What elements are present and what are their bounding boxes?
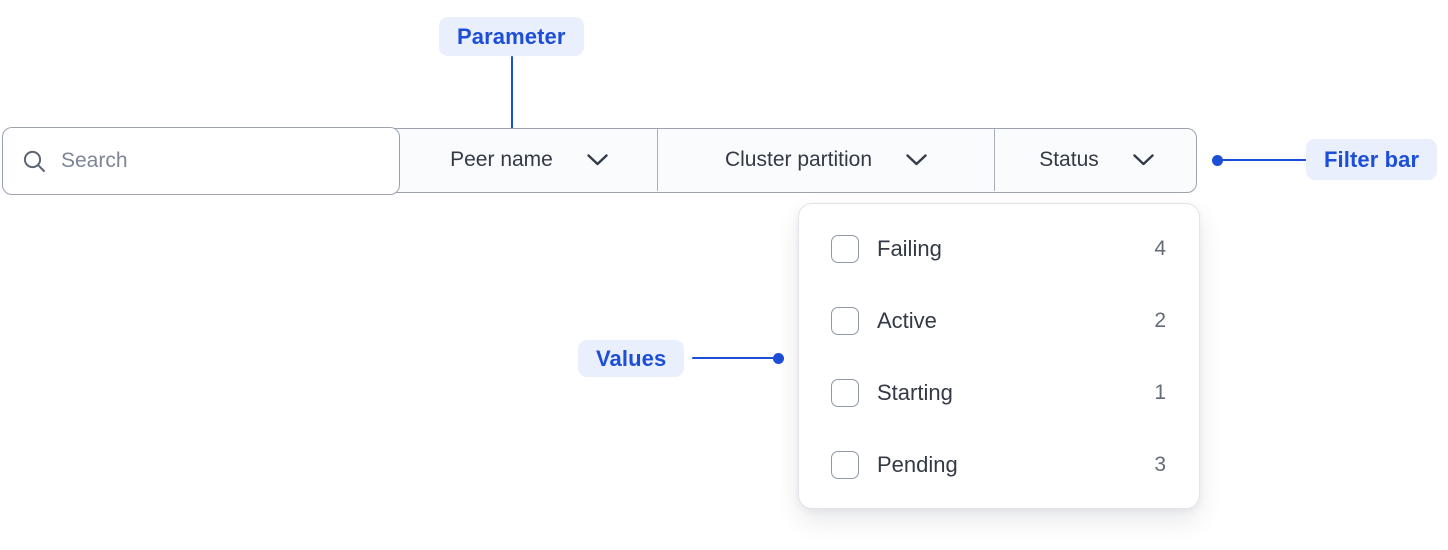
status-dropdown[interactable]: Status (994, 129, 1198, 191)
parameter-annotation-label: Parameter (457, 23, 566, 49)
active-checkbox[interactable] (831, 307, 859, 335)
search-input[interactable] (61, 149, 383, 173)
filter-bar-callout-dot (1211, 154, 1223, 166)
filter-bar-callout-line (1221, 158, 1307, 162)
cluster-partition-dropdown[interactable]: Cluster partition (657, 129, 994, 191)
parameter-annotation-badge: Parameter (439, 17, 584, 56)
chevron-down-icon (587, 154, 608, 166)
option-count: 1 (1154, 381, 1166, 404)
option-count: 3 (1154, 453, 1166, 476)
values-callout-line (692, 356, 774, 360)
menu-option-pending[interactable]: Pending 3 (831, 429, 1166, 501)
failing-checkbox[interactable] (831, 235, 859, 263)
chevron-down-icon (1133, 154, 1154, 166)
starting-checkbox[interactable] (831, 379, 859, 407)
chevron-down-icon (906, 154, 927, 166)
option-label: Active (877, 308, 937, 333)
option-label: Failing (877, 236, 942, 261)
values-annotation-badge: Values (578, 340, 685, 377)
peer-name-dropdown-label: Peer name (450, 148, 553, 171)
option-count: 4 (1154, 237, 1166, 260)
menu-option-active[interactable]: Active 2 (831, 285, 1166, 357)
filter-bar-annotation-label: Filter bar (1324, 146, 1420, 172)
option-count: 2 (1154, 309, 1166, 332)
search-icon (23, 150, 46, 173)
option-label: Starting (877, 380, 953, 405)
values-annotation-label: Values (596, 345, 667, 371)
option-label: Pending (877, 452, 958, 477)
search-box[interactable] (2, 127, 400, 195)
values-callout-dot (772, 352, 784, 364)
cluster-partition-dropdown-label: Cluster partition (724, 148, 873, 171)
filter-bar-annotation-badge: Filter bar (1306, 139, 1438, 180)
parameter-callout-line (510, 56, 514, 136)
status-filter-menu: Failing 4 Active 2 Starting 1 Pending 3 (798, 203, 1200, 509)
status-dropdown-label: Status (1039, 148, 1099, 171)
peer-name-dropdown[interactable]: Peer name (401, 129, 657, 191)
menu-option-starting[interactable]: Starting 1 (831, 357, 1166, 429)
menu-option-failing[interactable]: Failing 4 (831, 213, 1166, 285)
pending-checkbox[interactable] (831, 451, 859, 479)
